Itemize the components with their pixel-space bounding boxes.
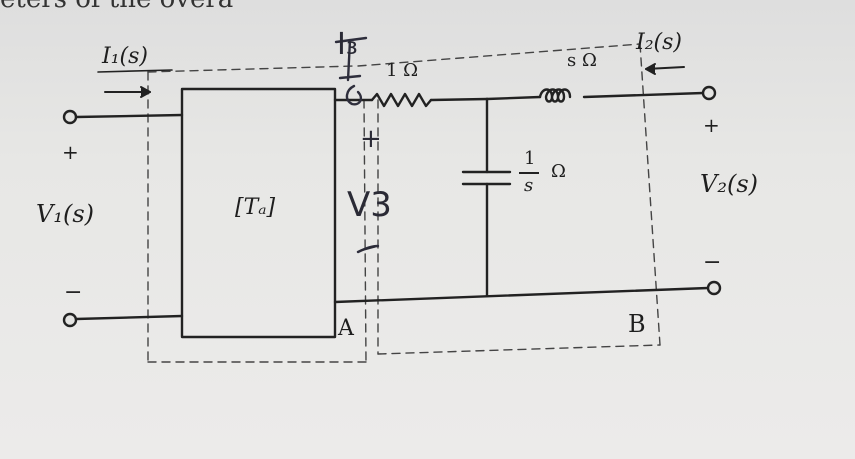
capacitor-label-fraction-bar <box>519 172 539 174</box>
block-ta-label: [Tₐ] <box>235 195 276 220</box>
minus-right: − <box>703 250 722 275</box>
two-port-block-ta <box>180 87 337 339</box>
overall-network-boundary <box>147 65 371 363</box>
handwritten-minus-stroke <box>356 244 380 254</box>
handwritten-i3-stroke <box>334 36 368 82</box>
page-header-fragment: eters of the overa <box>0 0 233 12</box>
capacitor-label-unit: Ω <box>551 161 566 182</box>
i2-label: I₂(s) <box>636 30 682 55</box>
i1-label-underline <box>97 69 173 73</box>
wire-node-to-inductor <box>485 95 542 101</box>
inductor-s-ohm <box>538 88 572 103</box>
v2-label: V₂(s) <box>700 170 758 198</box>
handwritten-marks <box>334 36 380 254</box>
handwritten-arrow-loop <box>345 84 363 106</box>
resistor-1-ohm <box>370 92 433 108</box>
i2-arrow <box>645 63 685 75</box>
wire-inductor-to-right <box>582 91 705 99</box>
minus-left: − <box>64 280 83 305</box>
plus-left: + <box>62 140 79 164</box>
network-b-boundary <box>357 43 661 363</box>
terminal-bottom-right <box>706 280 722 296</box>
capacitor-label-numerator: 1 <box>524 148 536 169</box>
i1-arrow <box>104 86 151 98</box>
plus-right: + <box>703 113 720 137</box>
inductor-label: s Ω <box>567 50 597 71</box>
wire-bottom-left <box>74 314 184 321</box>
wire-bottom-rail <box>333 286 710 304</box>
v1-label: V₁(s) <box>36 200 94 228</box>
wire-top-left <box>74 113 184 119</box>
terminal-top-right <box>701 85 717 101</box>
node-b-label: B <box>628 310 646 338</box>
handwritten-plus: + <box>360 124 382 154</box>
capacitor-label-denominator: s <box>524 175 534 196</box>
handwritten-i3-label: I₃ <box>337 27 358 62</box>
terminal-bottom-left <box>62 312 78 328</box>
wire-resistor-to-node <box>429 97 489 102</box>
terminal-top-left <box>62 109 78 125</box>
i1-label: I₁(s) <box>102 44 148 69</box>
handwritten-v3-label: V3 <box>347 185 392 225</box>
resistor-label: 1 Ω <box>386 60 419 81</box>
node-a-label: A <box>338 316 354 341</box>
